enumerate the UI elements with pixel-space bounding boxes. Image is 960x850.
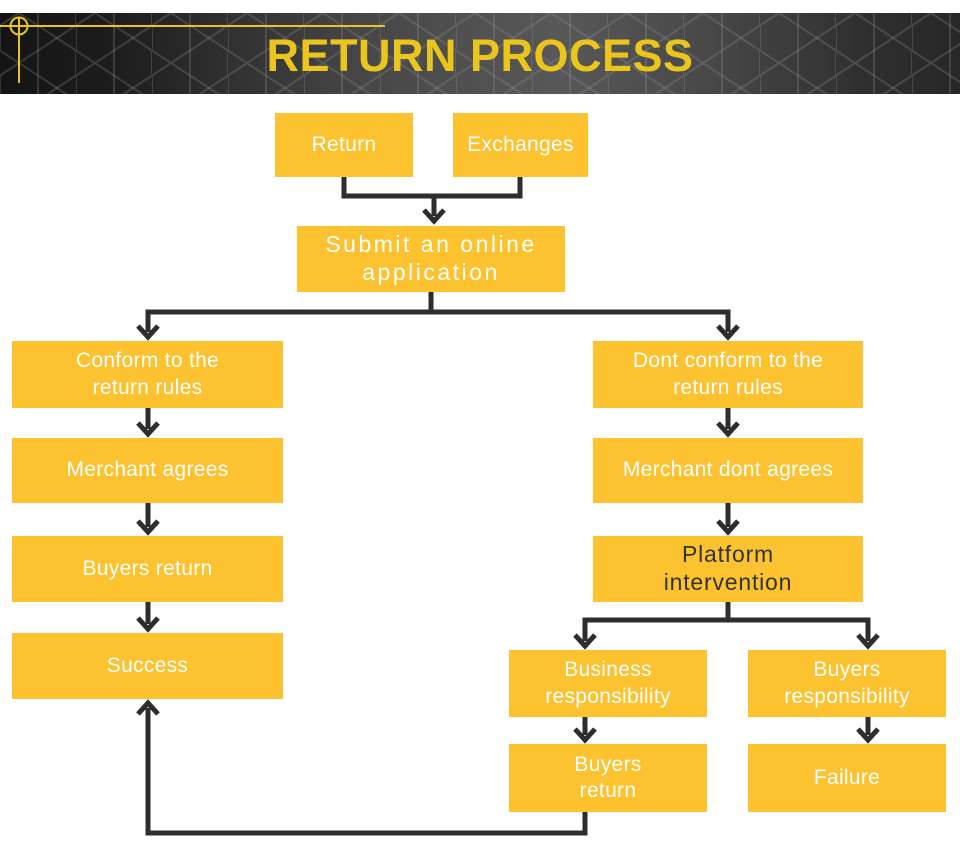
arrowhead-up-to-success bbox=[136, 699, 160, 716]
node-buyers-return-label: Buyers return bbox=[82, 556, 213, 580]
node-success-label: Success bbox=[106, 653, 189, 677]
arrowhead-to-failure bbox=[856, 727, 880, 744]
arrowhead-to-merchant-dont-agree bbox=[716, 421, 740, 438]
node-merchant-dont-agree-label: Merchant dont agrees bbox=[622, 458, 834, 482]
node-failure: Failure bbox=[748, 744, 946, 812]
node-dont-conform-rules: Dont conform to the return rules bbox=[593, 341, 863, 408]
node-exchanges-label: Exchanges bbox=[467, 132, 574, 156]
banner-background-graphic bbox=[0, 13, 960, 94]
node-submit-application: Submit an online application bbox=[297, 226, 565, 292]
arrowhead-to-business-resp bbox=[573, 633, 597, 650]
node-buyers-return: Buyers return bbox=[12, 536, 283, 602]
connector-bottom-arrows bbox=[582, 717, 871, 735]
crosshair-accent-icon bbox=[0, 16, 385, 83]
node-buyers-return-2-label: Buyers return bbox=[574, 752, 642, 802]
arrowhead-to-platform bbox=[716, 519, 740, 536]
node-buyers-return-2: Buyers return bbox=[509, 744, 707, 812]
arrowhead-to-buyers-resp bbox=[856, 633, 880, 650]
arrowhead-to-merchant-agrees bbox=[136, 421, 160, 438]
node-exchanges: Exchanges bbox=[453, 113, 588, 177]
arrowhead-to-conform bbox=[136, 324, 160, 341]
page-title: RETURN PROCESS bbox=[266, 30, 694, 81]
node-merchant-agrees-label: Merchant agrees bbox=[66, 458, 229, 482]
node-conform-rules: Conform to the return rules bbox=[12, 341, 283, 408]
arrowhead-to-dont-conform bbox=[716, 324, 740, 341]
node-success: Success bbox=[12, 633, 283, 699]
node-merchant-dont-agree: Merchant dont agrees bbox=[593, 438, 863, 503]
connector-main-split bbox=[145, 292, 731, 332]
node-submit-application-label: Submit an online application bbox=[325, 231, 537, 285]
arrowhead-to-buyers-return-2 bbox=[573, 727, 597, 744]
node-return: Return bbox=[275, 113, 413, 177]
arrowhead-to-submit bbox=[422, 208, 446, 225]
node-buyers-responsibility: Buyers responsibility bbox=[748, 650, 946, 717]
node-dont-conform-rules-label: Dont conform to the return rules bbox=[632, 349, 824, 399]
node-conform-rules-label: Conform to the return rules bbox=[75, 349, 220, 399]
node-return-label: Return bbox=[311, 132, 377, 156]
header-banner bbox=[0, 13, 960, 94]
connector-platform-split bbox=[582, 602, 871, 641]
node-business-responsibility: Business responsibility bbox=[509, 650, 707, 717]
node-failure-label: Failure bbox=[813, 765, 881, 789]
connector-top-join bbox=[341, 177, 523, 216]
node-platform-intervention: Platform intervention bbox=[593, 536, 863, 602]
node-buyers-responsibility-label: Buyers responsibility bbox=[784, 658, 910, 708]
node-merchant-agrees: Merchant agrees bbox=[12, 438, 283, 503]
node-business-responsibility-label: Business responsibility bbox=[545, 658, 671, 708]
node-platform-intervention-label: Platform intervention bbox=[663, 541, 793, 595]
arrowhead-to-success bbox=[136, 616, 160, 633]
connector-loop-to-success bbox=[145, 708, 588, 836]
arrowhead-to-buyers-return bbox=[136, 519, 160, 536]
